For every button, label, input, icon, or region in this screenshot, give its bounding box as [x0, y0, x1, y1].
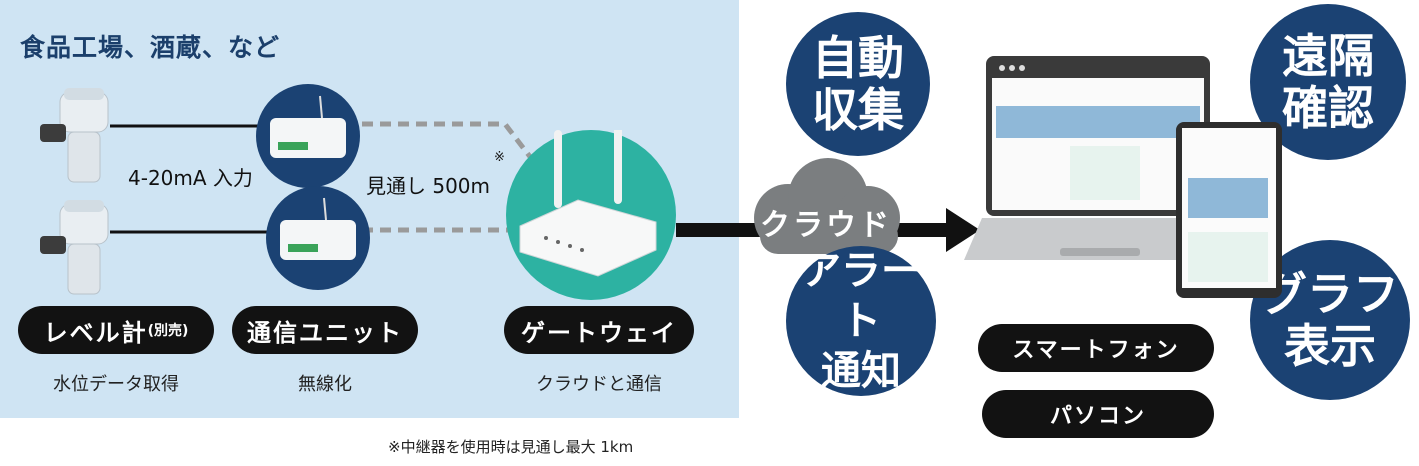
- laptop-icon: [964, 56, 1234, 260]
- remote-line-2: 確認: [1282, 81, 1374, 135]
- graph-line-1: グラフ: [1261, 267, 1399, 321]
- factory-title: 食品工場、酒蔵、など: [20, 33, 281, 62]
- auto-collect-line-2: 収集: [812, 83, 904, 137]
- cloud-label: クラウド: [760, 208, 892, 243]
- graph-display-badge: グラフ 表示: [1250, 240, 1410, 400]
- graph-line-2: 表示: [1284, 319, 1376, 373]
- gateway-caption: クラウドと通信: [536, 374, 662, 395]
- gateway-router-icon: [519, 126, 657, 277]
- auto-collect-badge: 自動 収集: [786, 12, 930, 156]
- gateway-circle: [506, 126, 676, 300]
- level-meter-label: レベル計: [43, 318, 148, 347]
- range-label: 見通し 500m: [366, 174, 491, 198]
- tablet-icon: [1176, 122, 1282, 298]
- auto-collect-line-1: 自動: [812, 31, 904, 85]
- comm-unit-circle: [266, 186, 370, 290]
- remote-line-1: 遠隔: [1282, 29, 1374, 83]
- gateway-pill: ゲートウェイ: [504, 306, 694, 354]
- alert-line-2: 通知: [821, 348, 901, 394]
- level-sensor-icon: [40, 88, 109, 183]
- comm-unit-icon: [270, 95, 346, 158]
- level-meter-pill: レベル計(別売): [18, 306, 214, 354]
- remote-check-badge: 遠隔 確認: [1250, 4, 1406, 160]
- comm-unit-icon: [280, 197, 356, 260]
- comm-unit-circle: [256, 84, 360, 188]
- arrow-head: [946, 208, 980, 252]
- smartphone-pill: スマートフォン: [978, 324, 1214, 372]
- cloud-icon: [754, 158, 900, 254]
- alert-line-1: アラート: [801, 248, 921, 344]
- level-sensor-icon: [40, 200, 109, 295]
- comm-unit-caption: 無線化: [298, 374, 352, 395]
- signal-label: 4-20mA 入力: [128, 166, 253, 190]
- level-meter-caption: 水位データ取得: [53, 374, 179, 395]
- footnote: ※中継器を使用時は見通し最大 1km: [388, 438, 634, 456]
- comm-unit-pill: 通信ユニット: [232, 306, 418, 354]
- level-meter-suffix: (別売): [147, 323, 189, 339]
- range-note-mark: ※: [494, 150, 505, 165]
- alert-notify-badge: アラート 通知: [786, 246, 936, 396]
- pc-pill: パソコン: [982, 390, 1214, 438]
